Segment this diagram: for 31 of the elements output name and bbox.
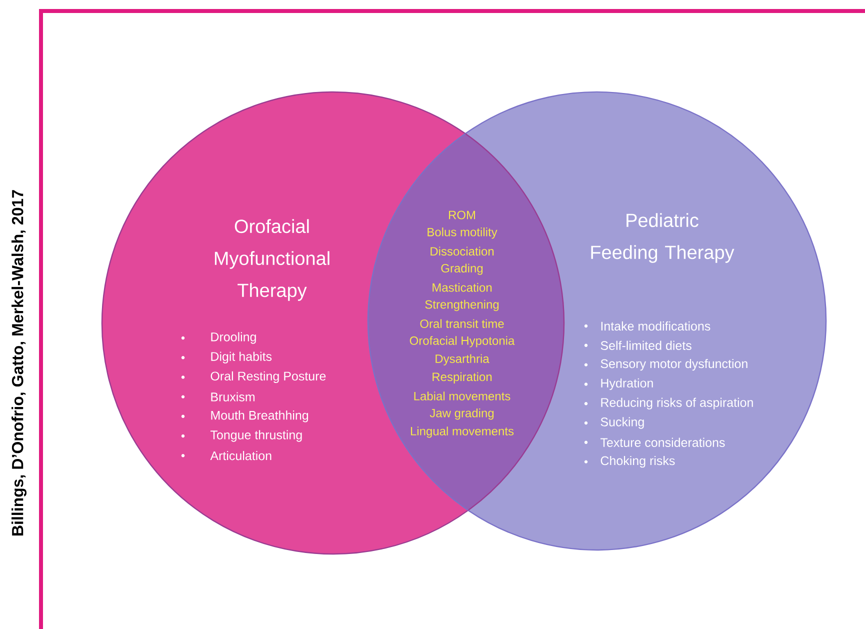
bullet-item: Reducing risks of aspiration (584, 398, 753, 410)
circle-title: Pediatric Feeding Therapy (591, 213, 734, 263)
overlap-item: Dissociation (430, 246, 494, 256)
bullet-item: Texture considerations (584, 438, 725, 447)
bullet-item: Sensory motor dysfunction (584, 358, 748, 371)
overlap-item: Dysarthria (436, 354, 490, 366)
overlap-item: Labial movements (414, 392, 510, 400)
overlap-item: Oral transit time (420, 319, 504, 328)
overlap-item: Orofacial Hypotonia (410, 336, 515, 348)
bullet-item: Self-limited diets (584, 340, 692, 350)
bullet-item: Tongue thrusting (181, 430, 302, 442)
overlap-item: Jaw grading (430, 408, 494, 420)
overlap-item: ROM (449, 210, 475, 220)
overlap-item: Respiration (432, 372, 492, 384)
bullet-item: Mouth Breathhing (181, 410, 308, 422)
citation: Billings, D’Onofrio, Gatto, Merkel-Walsh, 2017 (12, 190, 26, 536)
bullet-item: Articulation (181, 451, 272, 460)
overlap-item: Strengthening (425, 300, 499, 312)
bullet-item: Intake modifications (584, 321, 710, 331)
bullet-item: Digit habits (181, 352, 272, 364)
bullet-item: Bruxism (181, 392, 255, 402)
overlap-item: Bolus motility (428, 228, 498, 239)
bullet-item: Oral Resting Posture (181, 371, 326, 384)
bullet-item: Sucking (584, 417, 644, 429)
bullet-item: Hydration (584, 378, 653, 390)
overlap-item: Lingual movements (410, 426, 514, 438)
bullet-item: Choking risks (584, 456, 675, 468)
overlap-item: Mastication (432, 283, 492, 292)
bullet-item: Drooling (181, 332, 256, 344)
overlap-item: Grading (441, 264, 483, 275)
circle-title: Orofacial Myofunctional Therapy (214, 219, 330, 301)
